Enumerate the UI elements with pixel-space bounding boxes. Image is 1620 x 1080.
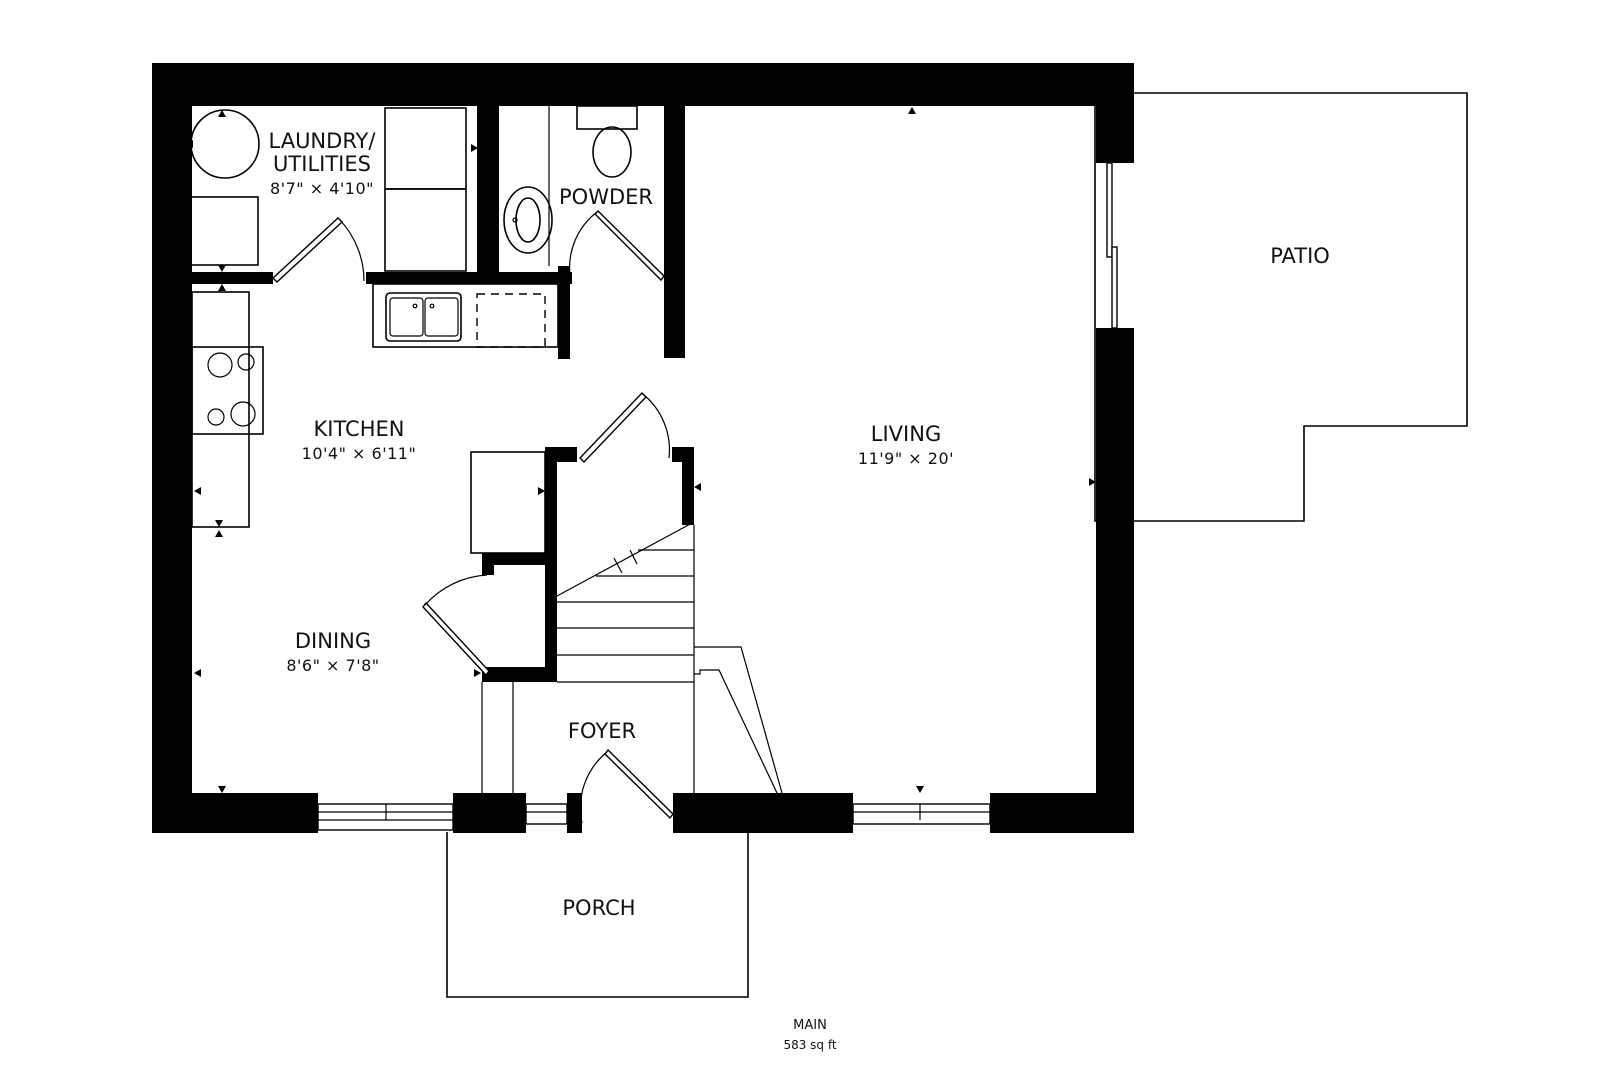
toilet-bowl	[592, 126, 632, 178]
room-label-porch: PORCH	[562, 896, 635, 920]
exterior-walls	[152, 63, 1134, 833]
water-heater	[190, 109, 260, 179]
vanity-sink-outer	[503, 186, 553, 254]
floor-area: 583 sq ft	[783, 1038, 836, 1052]
powder-fixtures	[503, 105, 638, 266]
room-label-foyer: FOYER	[568, 719, 636, 743]
dryer	[384, 188, 467, 272]
foyer-lines	[481, 646, 783, 794]
kitchen-name: KITCHEN	[314, 417, 405, 441]
closet-door[interactable]	[422, 574, 490, 677]
double-sink	[385, 292, 462, 342]
front-door[interactable]	[579, 748, 674, 824]
vanity-sink-inner	[515, 197, 541, 243]
room-label-kitchen: KITCHEN 10'4" × 6'11"	[302, 417, 417, 463]
room-label-patio: PATIO	[1270, 244, 1330, 268]
powder-door[interactable]	[569, 210, 665, 282]
floor-name: MAIN	[793, 1018, 827, 1033]
laundry-name-line2: UTILITIES	[273, 152, 371, 176]
laundry-dimensions: 8'7" × 4'10"	[270, 179, 374, 198]
furnace	[189, 196, 259, 266]
washer	[384, 107, 467, 190]
dimension-markers	[186, 107, 1096, 793]
laundry-door[interactable]	[271, 217, 365, 283]
room-label-laundry: LAUNDRY/ UTILITIES 8'7" × 4'10"	[269, 129, 377, 198]
dishwasher	[476, 293, 546, 348]
kitchen-fixtures	[191, 283, 559, 554]
dining-name: DINING	[295, 629, 371, 653]
laundry-name-line1: LAUNDRY/	[269, 129, 377, 153]
interior-walls	[182, 106, 694, 682]
staircase	[556, 521, 695, 683]
dining-dimensions: 8'6" × 7'8"	[286, 656, 379, 675]
stair-door[interactable]	[579, 391, 671, 464]
living-dimensions: 11'9" × 20'	[858, 449, 954, 468]
room-label-living: LIVING 11'9" × 20'	[858, 422, 954, 468]
kitchen-dimensions: 10'4" × 6'11"	[302, 444, 417, 463]
room-label-dining: DINING 8'6" × 7'8"	[286, 629, 379, 675]
porch-outline	[446, 832, 749, 998]
pantry	[470, 451, 546, 554]
living-name: LIVING	[871, 422, 941, 446]
patio-outline	[1094, 92, 1468, 522]
toilet-tank	[576, 105, 638, 130]
room-label-powder: POWDER	[559, 185, 653, 209]
patio-sliding-door[interactable]	[1106, 162, 1118, 329]
windows	[317, 803, 991, 831]
floor-caption: MAIN 583 sq ft	[783, 1018, 836, 1052]
stove	[191, 346, 264, 435]
